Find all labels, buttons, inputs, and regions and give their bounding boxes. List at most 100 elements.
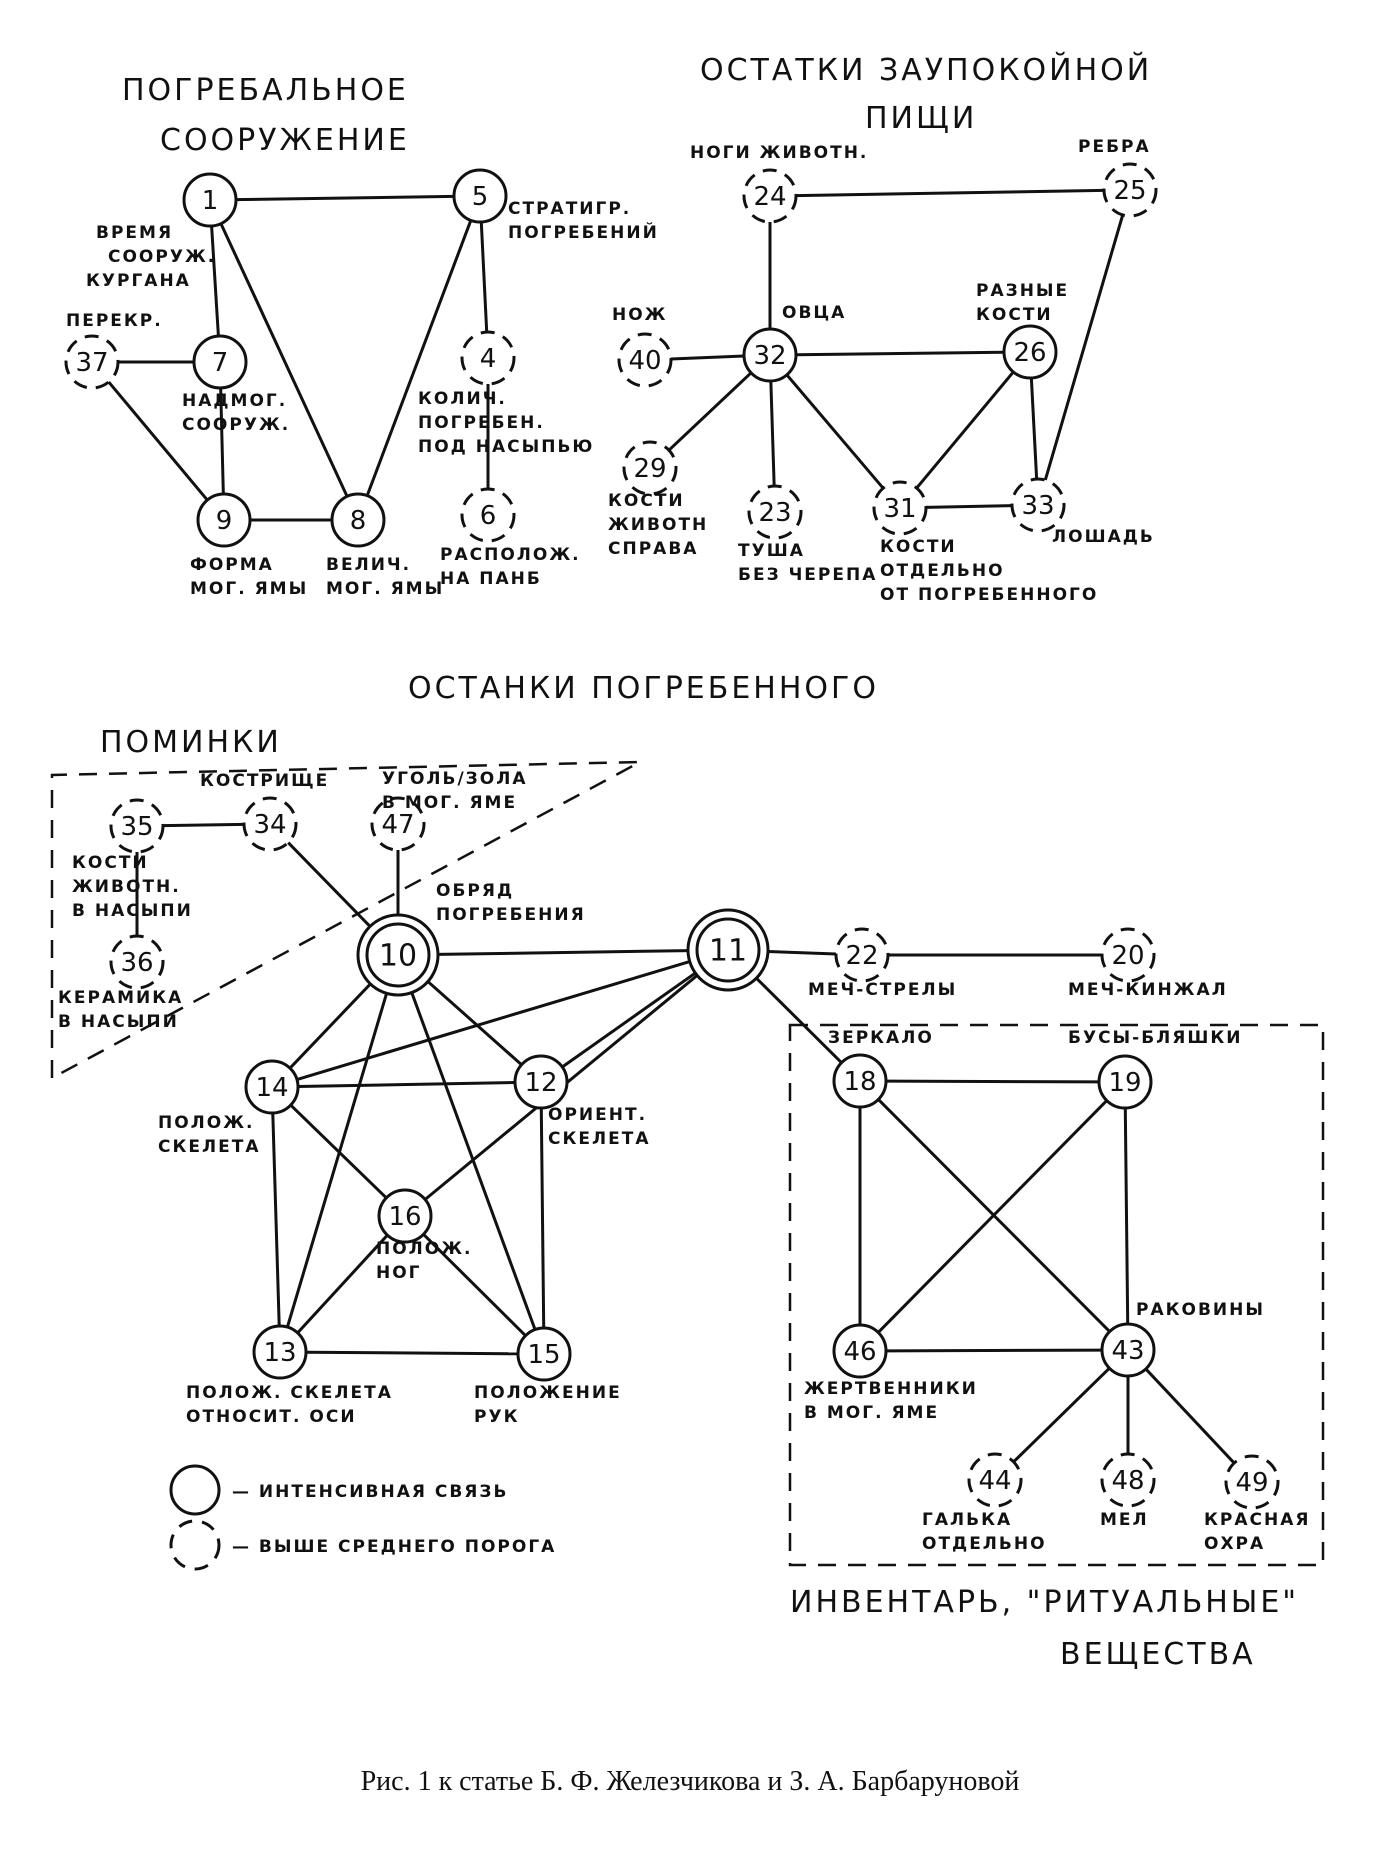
node-number: 16: [388, 1202, 421, 1232]
node-label-40: НОЖ: [612, 305, 668, 325]
node-1: 1: [182, 172, 238, 228]
node-40: 40: [617, 332, 673, 388]
node-circle: [196, 492, 252, 548]
node-number: 19: [1108, 1068, 1141, 1098]
node-circle: [182, 172, 238, 228]
node-label-49: КРАСНАЯ: [1204, 1510, 1310, 1530]
node-label-14: ПОЛОЖ.: [158, 1113, 255, 1133]
node-circle: [742, 168, 798, 224]
node-label-24: НОГИ ЖИВОТН.: [690, 143, 868, 163]
node-label-8: МОГ. ЯМЫ: [326, 579, 444, 599]
node-number: 47: [381, 810, 414, 840]
node-11: 11: [686, 908, 770, 992]
node-label-31: ОТДЕЛЬНО: [880, 561, 1005, 581]
node-number: 29: [633, 454, 666, 484]
edge-46-43: [885, 1348, 1103, 1353]
node-number: 14: [255, 1073, 288, 1103]
node-label-16: НОГ: [376, 1263, 422, 1283]
node-circle: [832, 1323, 888, 1379]
edge-18-19: [885, 1079, 1100, 1084]
node-label-44: ОТДЕЛЬНО: [922, 1534, 1047, 1554]
node-label-13: ПОЛОЖ. СКЕЛЕТА: [186, 1383, 393, 1403]
node-label-5: СТРАТИГР.: [508, 199, 631, 219]
node-number: 33: [1021, 491, 1054, 521]
title-burial-structure: ПОГРЕБАЛЬНОЕ СООРУЖЕНИЕ: [122, 73, 407, 158]
edge-11-12: [561, 971, 697, 1069]
node-circle: [356, 913, 440, 997]
node-25: 25: [1102, 162, 1158, 218]
node-18: 18: [832, 1053, 888, 1109]
node-number: 11: [709, 934, 747, 969]
node-label-15: РУК: [474, 1407, 519, 1427]
node-label-44: ГАЛЬКА: [922, 1510, 1012, 1530]
edge-14-12: [297, 1080, 516, 1089]
legend-solid-text: — ИНТЕНСИВНАЯ СВЯЗЬ: [232, 1482, 508, 1502]
wake-frame: [50, 760, 641, 1081]
edge-35-34: [162, 822, 245, 828]
title-line: ВЕЩЕСТВА: [1060, 1637, 1256, 1672]
node-24: 24: [742, 168, 798, 224]
node-33: 33: [1010, 477, 1066, 533]
node-label-14: СКЕЛЕТА: [158, 1137, 260, 1157]
node-label-13: ОТНОСИТ. ОСИ: [186, 1407, 357, 1427]
title-line: ПИЩИ: [865, 101, 977, 136]
node-label-25: РЕБРА: [1078, 137, 1151, 157]
edge-25-33: [1043, 214, 1125, 481]
node-circle: [1002, 324, 1058, 380]
node-label-23: БЕЗ ЧЕРЕПА: [738, 565, 877, 585]
node-9: 9: [196, 492, 252, 548]
node-20: 20: [1100, 927, 1156, 983]
title-inventory: ИНВЕНТАРЬ, "РИТУАЛЬНЫЕ" ВЕЩЕСТВА: [790, 1585, 1296, 1672]
edge-13-15: [305, 1350, 519, 1356]
legend-dashed-circle: [169, 1519, 221, 1571]
node-circle: [1102, 162, 1158, 218]
edge-32-23: [769, 380, 776, 487]
node-number: 40: [628, 346, 661, 376]
node-number: 46: [843, 1337, 876, 1367]
node-4: 4: [460, 330, 516, 386]
node-label-35: КОСТИ: [72, 853, 149, 873]
node-circle: [617, 332, 673, 388]
node-label-36: В НАСЫПИ: [58, 1012, 179, 1032]
node-37: 37: [64, 334, 120, 390]
node-number: 43: [1111, 1336, 1144, 1366]
node-label-48: МЕЛ: [1100, 1510, 1149, 1530]
node-8: 8: [330, 492, 386, 548]
node-circle: [1100, 1322, 1156, 1378]
node-number: 4: [480, 344, 497, 374]
node-23: 23: [747, 484, 803, 540]
node-label-12: ОРИЕНТ.: [548, 1105, 647, 1125]
node-circle: [513, 1054, 569, 1110]
label-line: КУРГАНА: [86, 271, 191, 291]
node-number: 6: [480, 501, 497, 531]
node-label-12: СКЕЛЕТА: [548, 1129, 650, 1149]
node-label-5: ПОГРЕБЕНИЙ: [508, 221, 659, 243]
node-label-46: ЖЕРТВЕННИКИ: [804, 1379, 978, 1399]
node-35: 35: [109, 798, 165, 854]
node-label-6: НА ПАНБ: [440, 569, 542, 589]
node-number: 31: [883, 494, 916, 524]
node-number: 22: [845, 941, 878, 971]
node-6: 6: [460, 487, 516, 543]
edge-10-11: [437, 949, 689, 956]
node-label-31: ОТ ПОГРЕБЕННОГО: [880, 585, 1098, 605]
edge-5-8: [365, 219, 473, 497]
edge-10-14: [288, 982, 372, 1070]
node-26: 26: [1002, 324, 1058, 380]
edges-layer: [107, 188, 1236, 1465]
node-circle: [460, 330, 516, 386]
title-line: ОСТАТКИ ЗАУПОКОЙНОЙ: [700, 52, 1152, 88]
node-circle: [330, 492, 386, 548]
node-number: 5: [472, 182, 489, 212]
node-circle: [109, 798, 165, 854]
edge-5-4: [479, 221, 489, 333]
node-label-26: КОСТИ: [976, 305, 1053, 325]
node-number: 13: [263, 1338, 296, 1368]
edge-14-16: [289, 1104, 388, 1199]
node-circle: [967, 1452, 1023, 1508]
node-circle: [832, 1053, 888, 1109]
node-number: 26: [1013, 338, 1046, 368]
node-number: 10: [379, 939, 417, 974]
title-remains-of-buried: ОСТАНКИ ПОГРЕБЕННОГО: [408, 671, 879, 706]
node-label-6: РАСПОЛОЖ.: [440, 545, 581, 565]
